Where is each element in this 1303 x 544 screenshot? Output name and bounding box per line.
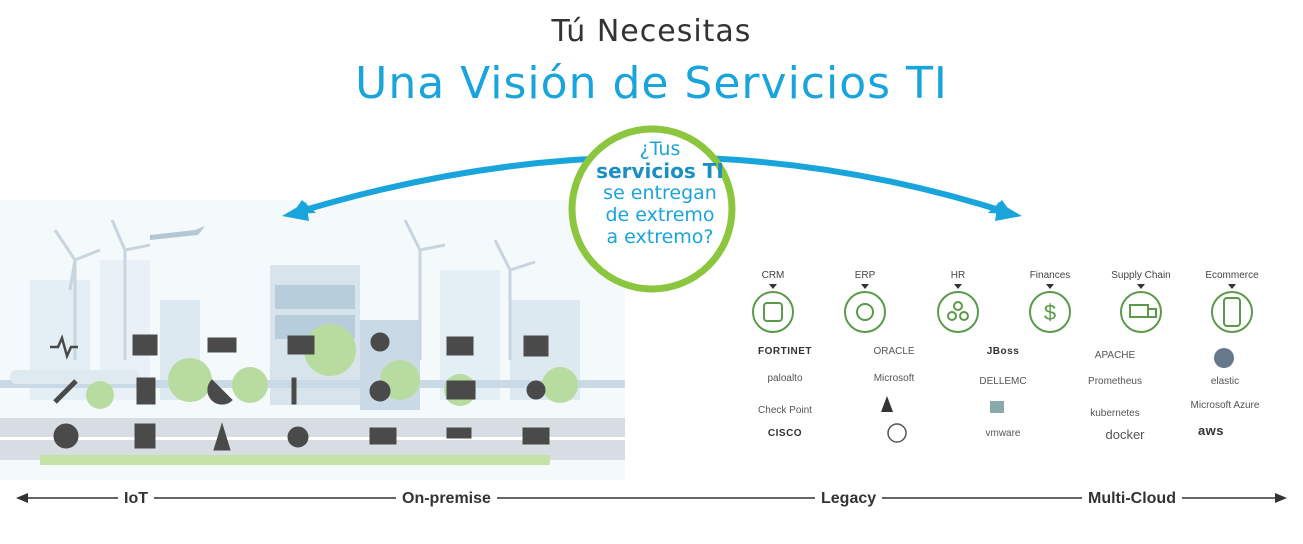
cash-register-icon	[523, 335, 549, 357]
syringe-icon	[53, 379, 78, 404]
bulldozer-icon	[287, 335, 315, 355]
cloud-icon	[1214, 348, 1234, 368]
wifi-sensor-icon	[526, 380, 546, 400]
axis-label-multi-cloud: Multi-Cloud	[1082, 490, 1182, 508]
logo-prometheus: Prometheus	[1088, 376, 1142, 387]
category-finances-label: Finances	[1029, 270, 1071, 281]
logo-elastic: elastic	[1210, 376, 1240, 387]
logo-vmware: vmware	[985, 428, 1021, 439]
service-icons: $	[752, 291, 1253, 333]
circle-line-1: ¿Tus	[639, 138, 681, 160]
people-icon	[937, 291, 979, 333]
factory-icon	[132, 334, 158, 356]
circle-line-2: servicios TI	[596, 159, 724, 183]
linux-penguin-icon	[881, 396, 893, 412]
page-title: Una Visión de Servicios TI	[355, 58, 948, 109]
telephone-icon	[369, 380, 391, 402]
logo-glyphs	[881, 348, 1234, 443]
printer-icon	[446, 380, 476, 400]
satellite-dish-icon	[207, 379, 233, 405]
logo-fortinet: FORTINET	[758, 346, 812, 357]
question-circle	[568, 125, 736, 293]
logo-oracle: ORACLE	[873, 346, 915, 357]
category-ecommerce-label: Ecommerce	[1205, 270, 1259, 281]
shopping-cart-phone-icon	[1211, 291, 1253, 333]
svg-text:$: $	[1044, 300, 1056, 325]
dollar-icon	[1029, 291, 1071, 333]
logo-paloalto: paloalto	[767, 373, 803, 384]
circle-question-text: ¿Tus servicios TI se entregan de extremo…	[575, 138, 745, 248]
logo-microsoft: Microsoft	[873, 373, 915, 384]
logo-checkpoint: Check Point	[758, 405, 812, 416]
category-supply-chain-label: Supply Chain	[1111, 270, 1171, 281]
circle-line-4: de extremo	[605, 204, 715, 226]
hp-logo-icon	[887, 423, 907, 443]
circle-line-3: se entregan	[603, 182, 717, 204]
subtitle: Tú Necesitas	[551, 14, 752, 49]
gear-icon	[844, 291, 886, 333]
pulse-icon	[50, 334, 78, 360]
bottom-axis	[16, 493, 1287, 503]
radiation-icon	[287, 426, 309, 448]
category-hr-label: HR	[950, 270, 966, 281]
barcode-icon	[522, 427, 550, 445]
laptop-icon	[369, 427, 397, 445]
truck-icon	[207, 337, 237, 353]
antenna-tower-icon	[213, 422, 231, 451]
logo-apache: APACHE	[1094, 350, 1136, 361]
logo-aws: aws	[1197, 423, 1225, 438]
category-crm-label: CRM	[761, 270, 785, 281]
logo-dellemc: DELLEMC	[979, 376, 1027, 387]
support-agent-icon	[370, 332, 390, 352]
handshake-gear-icon	[752, 291, 794, 333]
truck-icon	[1120, 291, 1162, 333]
logo-azure: Microsoft Azure	[1190, 400, 1260, 411]
axis-label-legacy: Legacy	[815, 490, 883, 508]
logo-jboss: JBoss	[986, 346, 1020, 357]
iot-icons	[50, 332, 550, 451]
axis-label-on-premise: On-premise	[396, 490, 497, 508]
category-erp-label: ERP	[854, 270, 876, 281]
crane-icon	[291, 377, 297, 405]
door-icon	[136, 377, 156, 405]
logo-kubernetes: kubernetes	[1090, 408, 1140, 419]
credit-card-icon	[446, 336, 474, 356]
circle-line-5: a extremo?	[606, 226, 714, 248]
security-camera-icon	[446, 427, 472, 439]
category-arrows	[769, 284, 1236, 289]
city-background	[0, 200, 625, 480]
windows-logo-icon	[990, 401, 1004, 413]
train-icon	[134, 423, 156, 449]
medical-plus-icon	[53, 423, 79, 449]
logo-cisco: CISCO	[767, 428, 803, 439]
logo-docker: docker	[1105, 427, 1145, 442]
axis-label-iot: IoT	[118, 490, 154, 508]
